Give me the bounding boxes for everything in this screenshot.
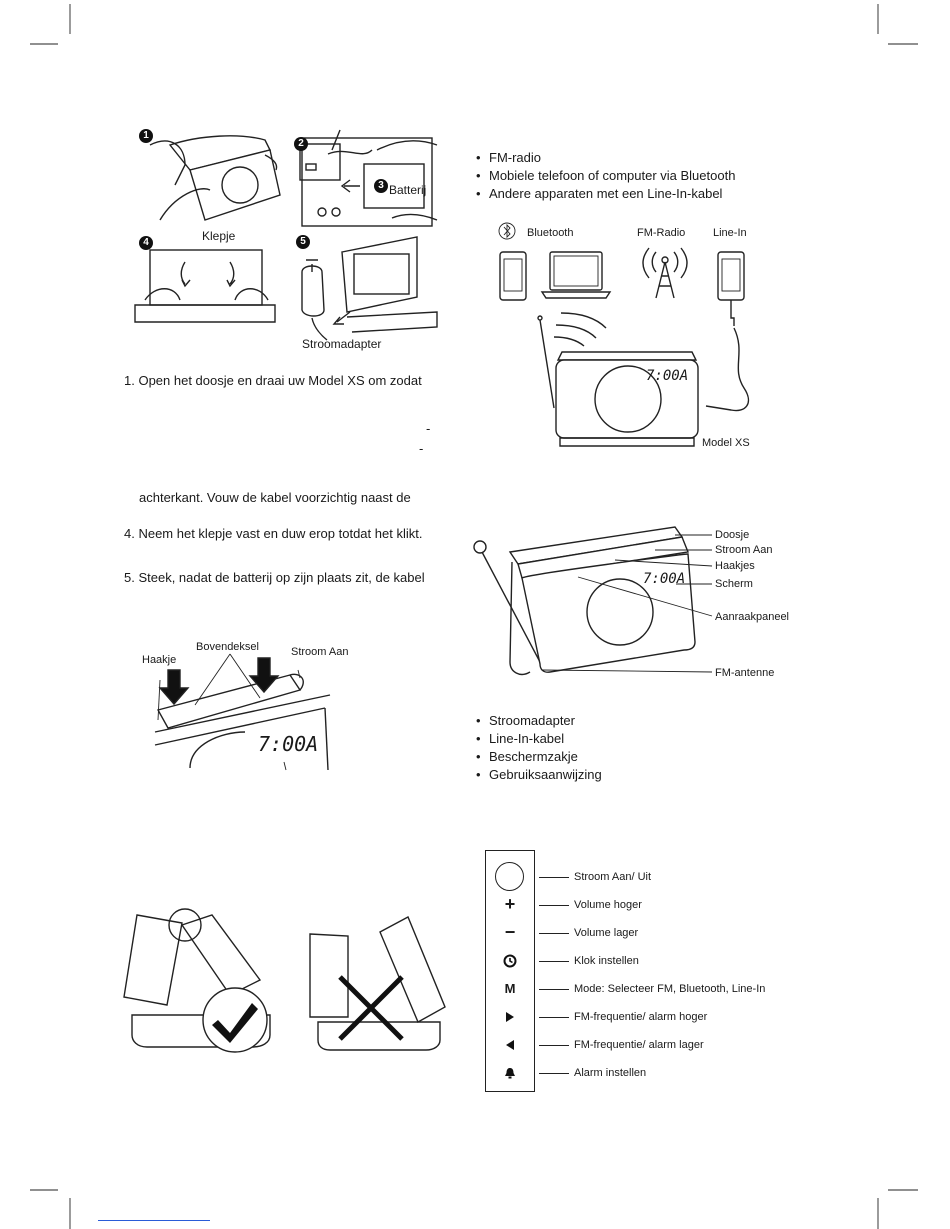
- volume-down-label: Volume lager: [574, 927, 638, 940]
- step-1-drawing: [130, 125, 290, 225]
- mode-label: Mode: Selecteer FM, Bluetooth, Line-In: [574, 983, 765, 996]
- instruction-step-5: 5. Steek, nadat de batterij op zijn plaa…: [124, 569, 425, 587]
- clock-icon: [503, 954, 517, 968]
- box-contents-item: Stroomadapter: [474, 712, 602, 730]
- connection-drawing: [496, 248, 776, 458]
- footer-link-underline: [98, 1220, 210, 1221]
- line-in-label: Line-In: [713, 227, 747, 240]
- instruction-step-4: 4. Neem het klepje vast en duw erop totd…: [124, 525, 422, 543]
- flap-label: Klepje: [202, 230, 235, 243]
- frequency-down-label: FM-frequentie/ alarm lager: [574, 1039, 704, 1052]
- leader-line: [539, 1073, 569, 1074]
- step-2-3-drawing: [292, 120, 442, 230]
- set-alarm-label: Alarm instellen: [574, 1067, 646, 1080]
- leader-line: [539, 1045, 569, 1046]
- instruction-dash-a: -: [426, 420, 430, 438]
- top-cover-label: Bovendeksel: [196, 641, 259, 654]
- frequency-up-label: FM-frequentie/ alarm hoger: [574, 1011, 707, 1024]
- source-item: Andere apparaten met een Line-In-kabel: [474, 185, 735, 203]
- model-xs-label: Model XS: [702, 437, 750, 450]
- bell-icon: [504, 1067, 516, 1079]
- box-label: Doosje: [715, 529, 749, 542]
- source-item: Mobiele telefoon of computer via Bluetoo…: [474, 167, 735, 185]
- step-4-drawing: [130, 240, 280, 340]
- instruction-step-3-continued: achterkant. Vouw de kabel voorzichtig na…: [139, 489, 411, 507]
- set-clock-label: Klok instellen: [574, 955, 639, 968]
- correct-orientation-drawing: [122, 905, 282, 1055]
- source-item: FM-radio: [474, 149, 735, 167]
- instruction-step-1: 1. Open het doosje en draai uw Model XS …: [124, 372, 422, 390]
- hook-label: Haakje: [142, 654, 176, 667]
- source-list: FM-radio Mobiele telefoon of computer vi…: [474, 149, 735, 203]
- leader-line: [539, 961, 569, 962]
- step-2-badge: 2: [294, 137, 308, 151]
- power-button-icon: [495, 862, 524, 891]
- connection-display: 7:00A: [646, 368, 688, 384]
- adapter-label: Stroomadapter: [302, 338, 381, 351]
- volume-up-label: Volume hoger: [574, 899, 642, 912]
- wrong-orientation-drawing: [300, 912, 450, 1062]
- leader-line: [539, 1017, 569, 1018]
- step-4-badge: 4: [139, 236, 153, 250]
- battery-label: Batterij: [389, 184, 426, 197]
- step-5-drawing: [292, 232, 442, 342]
- box-contents-list: Stroomadapter Line-In-kabel Beschermzakj…: [474, 712, 602, 784]
- box-contents-item: Gebruiksaanwijzing: [474, 766, 602, 784]
- step-5-badge: 5: [296, 235, 310, 249]
- previous-icon: [504, 1039, 516, 1051]
- leader-line: [539, 989, 569, 990]
- power-on-part-label: Stroom Aan: [715, 544, 772, 557]
- box-contents-item: Line-In-kabel: [474, 730, 602, 748]
- leader-line: [539, 933, 569, 934]
- fm-antenna-label: FM-antenne: [715, 667, 774, 680]
- top-detail-display: 7:00A: [258, 732, 318, 756]
- touch-panel-label: Aanraakpaneel: [715, 611, 789, 624]
- bluetooth-label: Bluetooth: [527, 227, 573, 240]
- box-contents-item: Beschermzakje: [474, 748, 602, 766]
- power-on-label: Stroom Aan: [291, 646, 348, 659]
- screen-label: Scherm: [715, 578, 753, 591]
- instruction-dash-b: -: [419, 440, 423, 458]
- top-cover-drawing: [150, 650, 350, 780]
- hooks-label: Haakjes: [715, 560, 755, 573]
- step-1-badge: 1: [139, 129, 153, 143]
- next-icon: [504, 1011, 516, 1023]
- bluetooth-icon: [499, 222, 515, 240]
- power-on-off-label: Stroom Aan/ Uit: [574, 871, 651, 884]
- fm-radio-label: FM-Radio: [637, 227, 685, 240]
- leader-line: [539, 905, 569, 906]
- parts-display: 7:00A: [643, 571, 685, 587]
- minus-icon: −: [500, 921, 520, 943]
- mode-icon: M: [500, 980, 520, 998]
- plus-icon: +: [500, 893, 520, 915]
- leader-line: [539, 877, 569, 878]
- step-3-badge: 3: [374, 179, 388, 193]
